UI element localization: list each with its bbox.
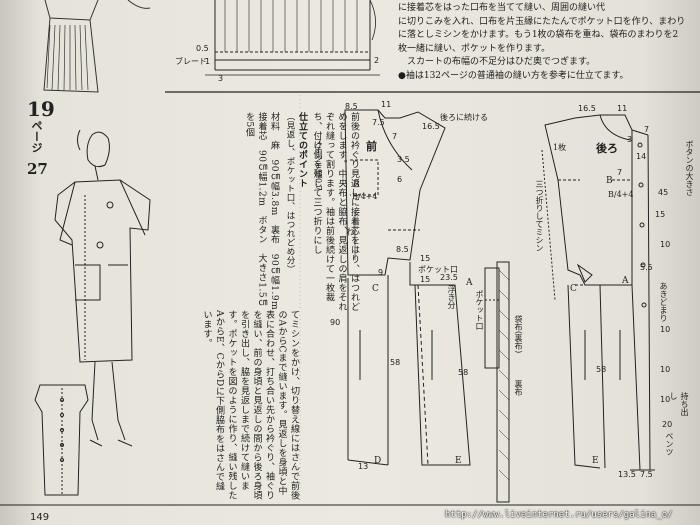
back-point-a: A — [622, 276, 629, 286]
back-dim: 3 — [627, 135, 633, 144]
instruction-line: 枚一緒に縫い、ポケットを作ります。 — [398, 43, 551, 54]
front-piece-title: 前 — [366, 140, 377, 153]
pocket-pattern — [484, 261, 510, 503]
back-point-b: B — [606, 176, 613, 186]
lower-instructions-text: てミシンをかけ、切り替え線にはさんで前後のAからCまで縫います。見返しを身頃と中… — [201, 310, 300, 500]
skirt-pattern-top — [205, 0, 380, 76]
back-pattern — [541, 114, 655, 471]
front-dim: 7 — [392, 132, 398, 141]
dress-illustration — [54, 129, 151, 447]
front-point-c: C — [372, 284, 379, 294]
back-dim: 20 — [662, 420, 673, 429]
back-fold-label: 三つ折りしてミシン — [535, 180, 544, 252]
front-dim: 58 — [390, 358, 401, 367]
front-point-e: E — [455, 456, 462, 466]
front-dim: 8.5 — [345, 102, 358, 111]
front-pocket-label: ポケット口 — [418, 265, 458, 274]
back-dim: 7.5 — [640, 470, 653, 479]
back-view-illustration — [34, 384, 89, 496]
instruction-line: に落としミシンをかけます。もう1枚の袋布を重ね、袋布のまわりを2 — [398, 30, 679, 40]
button-size-label: ボタンの大きさ — [685, 140, 694, 196]
front-dim: 6 — [397, 175, 403, 184]
pocket-lining-label: 裏布 — [514, 380, 523, 396]
front-stitch-width-label: ステッチ幅0.7 — [314, 138, 323, 191]
back-vent-label: ベンツ — [665, 432, 674, 456]
back-dim: 45 — [658, 188, 669, 197]
front-dim: 9 — [378, 268, 384, 277]
back-dim: 11 — [617, 104, 628, 113]
front-pattern — [344, 109, 471, 466]
lining-note: （見返し、ポケット口、はつれどめ分） — [285, 112, 295, 274]
front-float-label: 浮き分 — [447, 285, 456, 309]
skirt-dim-05: 0.5 — [196, 44, 209, 53]
front-fold-label: わ — [346, 228, 356, 238]
previous-figure-sketch — [43, 0, 151, 93]
instruction-line: ●袖は132ページの普通袖の縫い方を参考に仕立てます。 — [398, 70, 629, 81]
back-opening-end-label: あきどまり — [659, 282, 668, 322]
back-bust-formula: B/4+4 — [608, 190, 634, 199]
back-one-piece-label: 1枚 — [553, 143, 567, 152]
pocket-mouth-label: ポケット口 — [475, 290, 484, 330]
front-dim: 90 — [330, 318, 341, 327]
points-title: 仕立てのポイント — [297, 112, 307, 188]
front-bust-formula: B/4+4 — [352, 192, 378, 201]
top-instructions: に接着芯をはった口布を当てて縫い、周囲の縫い代 に切りこみを入れ、口布を片玉縁に… — [398, 2, 698, 83]
back-dim: 10 — [660, 395, 671, 404]
back-dim: 16.5 — [578, 104, 596, 113]
front-point-a: A — [466, 278, 473, 288]
back-extension-label: 持ち出し — [669, 392, 689, 416]
back-dim: 7 — [644, 125, 650, 134]
front-dim: 13 — [358, 462, 369, 471]
skirt-braid-label: ブレード — [175, 57, 207, 66]
page-number: 149 — [30, 512, 50, 523]
pocket-bag-label: 袋布(裏布) — [514, 315, 523, 354]
front-dim: 15 — [420, 275, 431, 284]
front-back-continue-label: 後ろに続ける — [440, 113, 488, 122]
front-dim: 58 — [458, 368, 469, 377]
instruction-line: スカートの布幅の不足分はひだ奥でつぎます。 — [398, 57, 596, 67]
front-point-b: B — [353, 180, 360, 190]
front-point-d: D — [374, 456, 382, 466]
back-dim: 58 — [596, 365, 607, 374]
back-dim: 5.5 — [640, 263, 653, 272]
skirt-dim-1: 1 — [205, 57, 211, 66]
front-dim: 15 — [420, 254, 431, 263]
pattern-number: 19 — [27, 97, 55, 121]
back-dim: 10 — [660, 325, 671, 334]
back-dim: 14 — [636, 152, 647, 161]
back-dim: 13.5 — [618, 470, 636, 479]
back-piece-title: 後ろ — [596, 142, 618, 155]
points-text: 前後の衿ぐり見返しに接着芯をはり、はつれどめをします。中央布と脇布、見返しの肩を… — [311, 112, 360, 312]
front-dim: 3.5 — [397, 155, 410, 164]
pattern-page-label: ページ — [30, 120, 43, 153]
back-dim: 10 — [660, 240, 671, 249]
front-pocket-size: 23.5 — [440, 273, 458, 282]
pattern-page-number: 27 — [27, 160, 48, 178]
back-dim: 15 — [655, 210, 666, 219]
back-point-c: C — [570, 284, 577, 294]
front-dim: 7.5 — [372, 118, 385, 127]
skirt-dim-3: 3 — [218, 74, 224, 83]
materials-text: 材料 麻 90㎝幅3.8m 裏布 90㎝幅1.9m 接着芯 90㎝幅1.2m ボ… — [244, 112, 279, 320]
front-dim: 11 — [381, 100, 392, 109]
instruction-line: に接着芯をはった口布を当てて縫い、周囲の縫い代 — [398, 3, 606, 13]
front-dim: 8.5 — [396, 245, 409, 254]
back-dim: 7 — [617, 168, 623, 177]
front-dim: 16.5 — [422, 122, 440, 131]
watermark-url: http://www.liveinternet.ru/users/galina_… — [445, 510, 673, 520]
back-point-e: E — [592, 456, 599, 466]
instruction-line: に切りこみを入れ、口布を片玉縁にたたんでポケット口を作り、まわり — [398, 16, 686, 27]
skirt-dim-2: 2 — [374, 56, 380, 65]
back-dim: 10 — [660, 365, 671, 374]
